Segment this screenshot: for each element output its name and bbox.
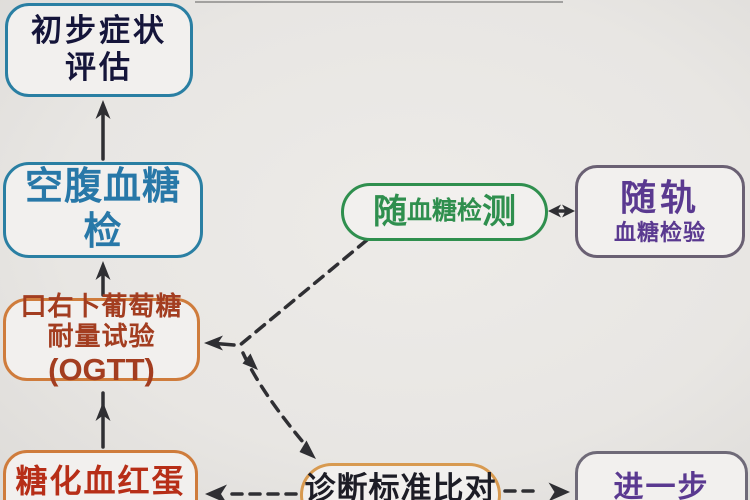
arrow-random-to-recheck-double: [548, 204, 575, 218]
arrow-hba1c-to-ogtt: [95, 391, 111, 449]
node-further-step: 进一步: [575, 451, 748, 500]
dashed-arrow-criteria-to-hba1c: [205, 484, 298, 500]
node-label: 糖化血红蛋年: [15, 463, 186, 499]
node-label: 血糖检: [406, 197, 482, 226]
node-label: 口右卜葡萄糖: [20, 290, 183, 321]
node-label-zh: 耐量试验: [47, 321, 156, 352]
node-label: 诊断标准比对: [304, 471, 497, 500]
node-fasting-glucose-test: 空腹血糖检: [3, 162, 203, 258]
node-label: 空腹血糖检: [24, 166, 181, 253]
node-label: 随轨: [619, 177, 700, 219]
dashed-arrow-junction-to-criteria: [241, 351, 316, 459]
node-random-glucose-recheck: 随轨 血糖检验: [575, 165, 745, 258]
arrow-fasting-to-initial: [95, 100, 111, 161]
node-ogtt: 口右卜葡萄糖 耐量试验(OGTT): [3, 291, 200, 387]
node-initial-symptom-assessment: 初步症状 评估: [5, 3, 193, 97]
node-hba1c-test: 糖化血红蛋年: [3, 450, 198, 500]
arrow-junction-to-ogtt: [204, 335, 236, 351]
dashed-arrow-criteria-to-further: [503, 482, 570, 500]
node-label: 评估: [65, 50, 133, 85]
node-label: 初步症状: [31, 13, 167, 49]
node-label-en: (OGTT): [48, 351, 155, 387]
node-label: 测: [482, 192, 516, 231]
node-criteria-comparison: 诊断标准比对: [300, 463, 501, 500]
node-label: 进一步: [613, 471, 710, 500]
node-label: 血糖检验: [613, 219, 706, 245]
node-label: 随: [372, 192, 407, 231]
dashed-line-random-to-junction: [238, 238, 369, 347]
node-label: 耐量试验(OGTT): [6, 321, 197, 388]
node-random-glucose-test: 随 血糖检 测: [341, 183, 548, 241]
video-frame-edge-line: [195, 1, 563, 3]
arrow-ogtt-to-fasting: [95, 261, 111, 297]
